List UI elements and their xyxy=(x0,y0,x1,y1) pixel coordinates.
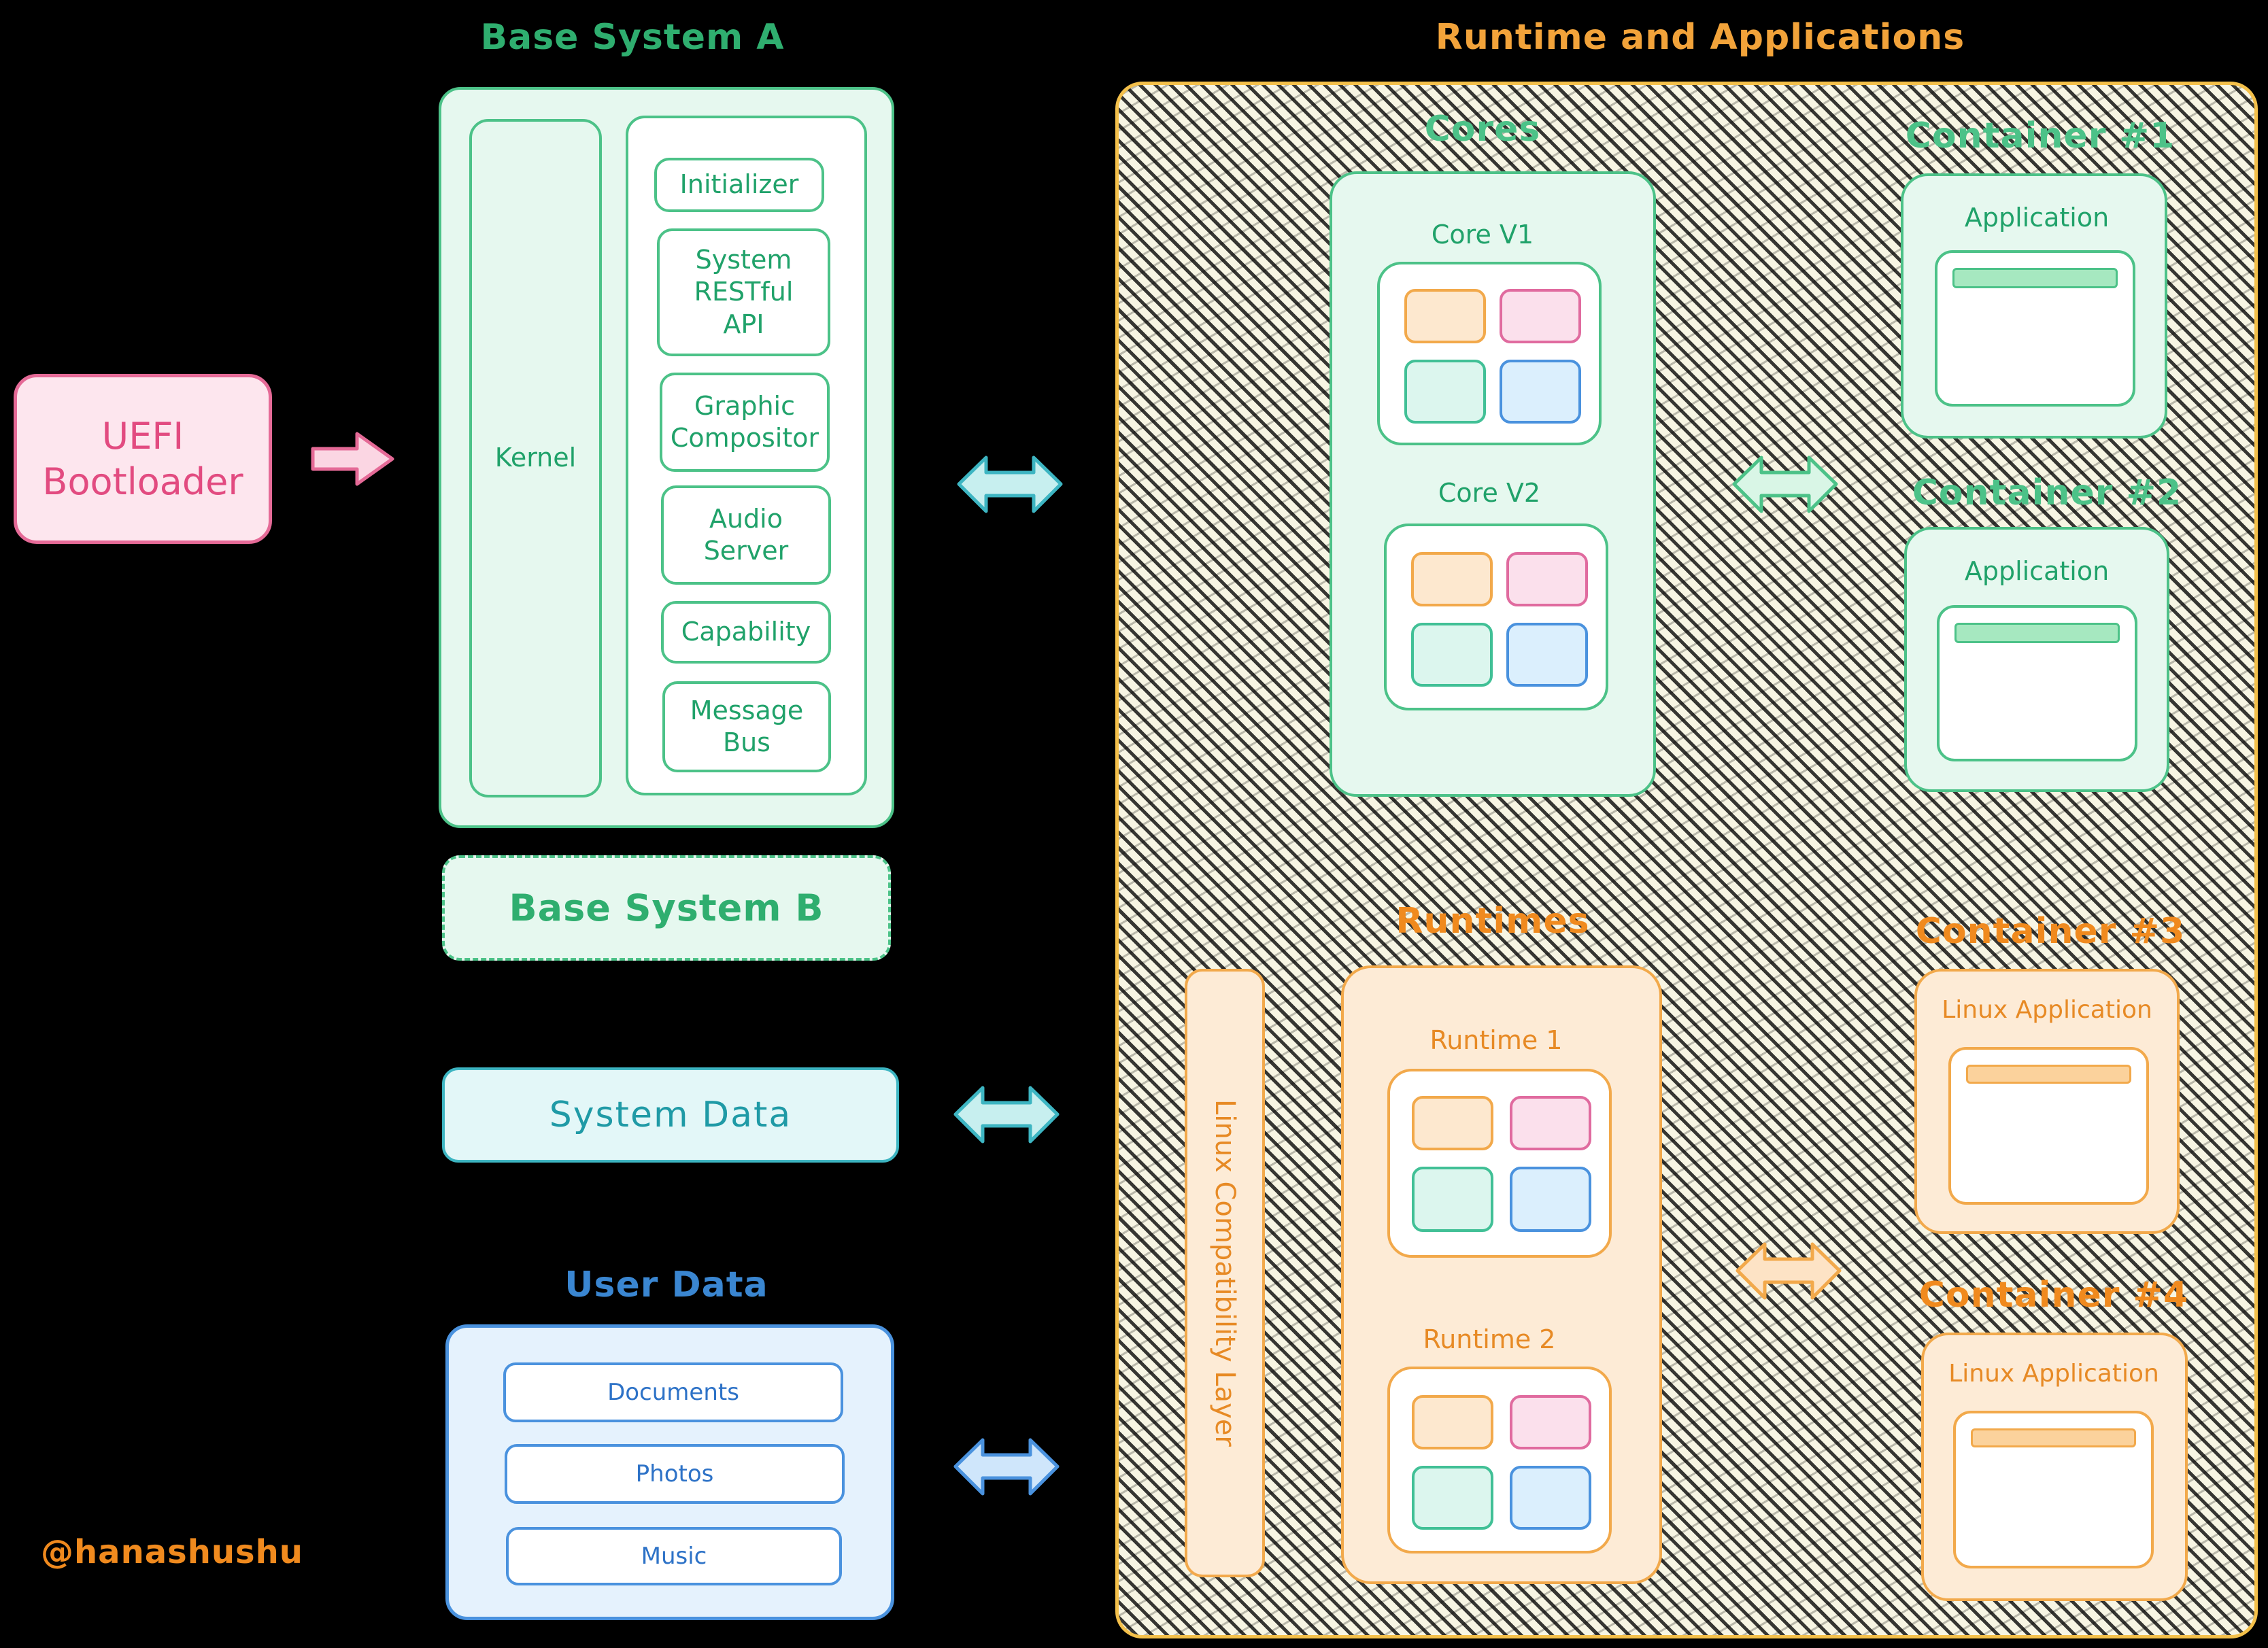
container-4-heading: Container #4 xyxy=(1918,1275,2189,1316)
container-2-app-label: Application xyxy=(1964,556,2110,586)
container-4-app-titlebar xyxy=(1971,1428,2136,1447)
user-data-heading: User Data xyxy=(564,1265,768,1305)
core-v2-block-2 xyxy=(1506,552,1588,606)
core-v2-label: Core V2 xyxy=(1438,478,1541,508)
runtime-2-label: Runtime 2 xyxy=(1423,1324,1556,1354)
core-v2-box xyxy=(1384,523,1608,710)
container-1-app-label: Application xyxy=(1964,203,2110,233)
runtime-1-block-3 xyxy=(1412,1167,1493,1232)
container-2-app-titlebar xyxy=(1954,623,2120,643)
base-system-a-heading: Base System A xyxy=(480,17,785,58)
container-1-app-titlebar xyxy=(1952,268,2118,288)
runtime-1-label: Runtime 1 xyxy=(1429,1025,1563,1055)
core-v1-block-3 xyxy=(1404,360,1486,424)
uefi-bootloader-label: UEFI Bootloader xyxy=(42,414,243,504)
linux-compat-layer-label: Linux Compatibility Layer xyxy=(1209,1099,1240,1447)
container-2-app-window xyxy=(1937,605,2137,761)
container-4-app-window xyxy=(1953,1411,2154,1568)
kernel-label: Kernel xyxy=(494,443,577,473)
bidirectional-arrow-system-data xyxy=(952,1082,1061,1147)
container-3-app-titlebar xyxy=(1966,1065,2131,1084)
bidirectional-arrow-cores-containers xyxy=(1731,452,1840,517)
system-data-box: System Data xyxy=(442,1067,899,1163)
service-capability: Capability xyxy=(661,601,831,664)
runtime-1-block-4 xyxy=(1510,1167,1591,1232)
service-graphic-compositor: Graphic Compositor xyxy=(660,373,830,472)
container-3-app-window xyxy=(1948,1047,2149,1205)
core-v1-block-4 xyxy=(1500,360,1581,424)
base-system-b-label: Base System B xyxy=(509,887,824,929)
core-v2-block-4 xyxy=(1506,623,1588,687)
runtime-2-block-2 xyxy=(1510,1395,1591,1449)
service-restful-api: System RESTful API xyxy=(657,228,830,356)
cores-heading: Cores xyxy=(1424,109,1541,150)
base-system-b: Base System B xyxy=(442,855,891,961)
runtime-1-box xyxy=(1387,1069,1612,1258)
runtime-1-block-2 xyxy=(1510,1096,1591,1150)
core-v1-box xyxy=(1377,262,1602,445)
runtime-2-box xyxy=(1387,1367,1612,1553)
container-1-heading: Container #1 xyxy=(1905,116,2176,156)
bidirectional-arrow-base xyxy=(955,452,1064,517)
container-3-heading: Container #3 xyxy=(1915,911,2186,952)
container-2-heading: Container #2 xyxy=(1912,473,2182,513)
author-watermark: @hanashushu xyxy=(41,1533,303,1571)
core-v1-block-1 xyxy=(1404,289,1486,343)
runtimes-heading: Runtimes xyxy=(1395,901,1590,942)
container-4-app-label: Linux Application xyxy=(1948,1359,2159,1388)
kernel-box: Kernel xyxy=(469,119,602,797)
core-v2-block-1 xyxy=(1411,552,1493,606)
service-message-bus: Message Bus xyxy=(662,681,831,772)
runtime-applications-heading: Runtime and Applications xyxy=(1435,17,1965,58)
runtime-2-block-1 xyxy=(1412,1395,1493,1449)
user-data-photos: Photos xyxy=(505,1444,845,1504)
system-data-label: System Data xyxy=(549,1094,792,1135)
core-v2-block-3 xyxy=(1411,623,1493,687)
service-initializer: Initializer xyxy=(654,158,824,212)
runtime-2-block-3 xyxy=(1412,1466,1493,1530)
uefi-bootloader-box: UEFI Bootloader xyxy=(14,374,272,544)
linux-compat-layer: Linux Compatibility Layer xyxy=(1185,969,1265,1577)
core-v1-label: Core V1 xyxy=(1431,220,1534,250)
service-audio-server: Audio Server xyxy=(661,485,831,585)
container-3-app-label: Linux Application xyxy=(1942,995,2152,1024)
bidirectional-arrow-user-data xyxy=(952,1435,1061,1499)
runtime-2-block-4 xyxy=(1510,1466,1591,1530)
container-1-app-window xyxy=(1935,250,2135,407)
user-data-music: Music xyxy=(506,1527,842,1585)
boot-arrow xyxy=(309,428,398,490)
runtime-1-block-1 xyxy=(1412,1096,1493,1150)
bidirectional-arrow-runtimes-containers xyxy=(1734,1239,1843,1303)
core-v1-block-2 xyxy=(1500,289,1581,343)
user-data-documents: Documents xyxy=(503,1362,843,1422)
